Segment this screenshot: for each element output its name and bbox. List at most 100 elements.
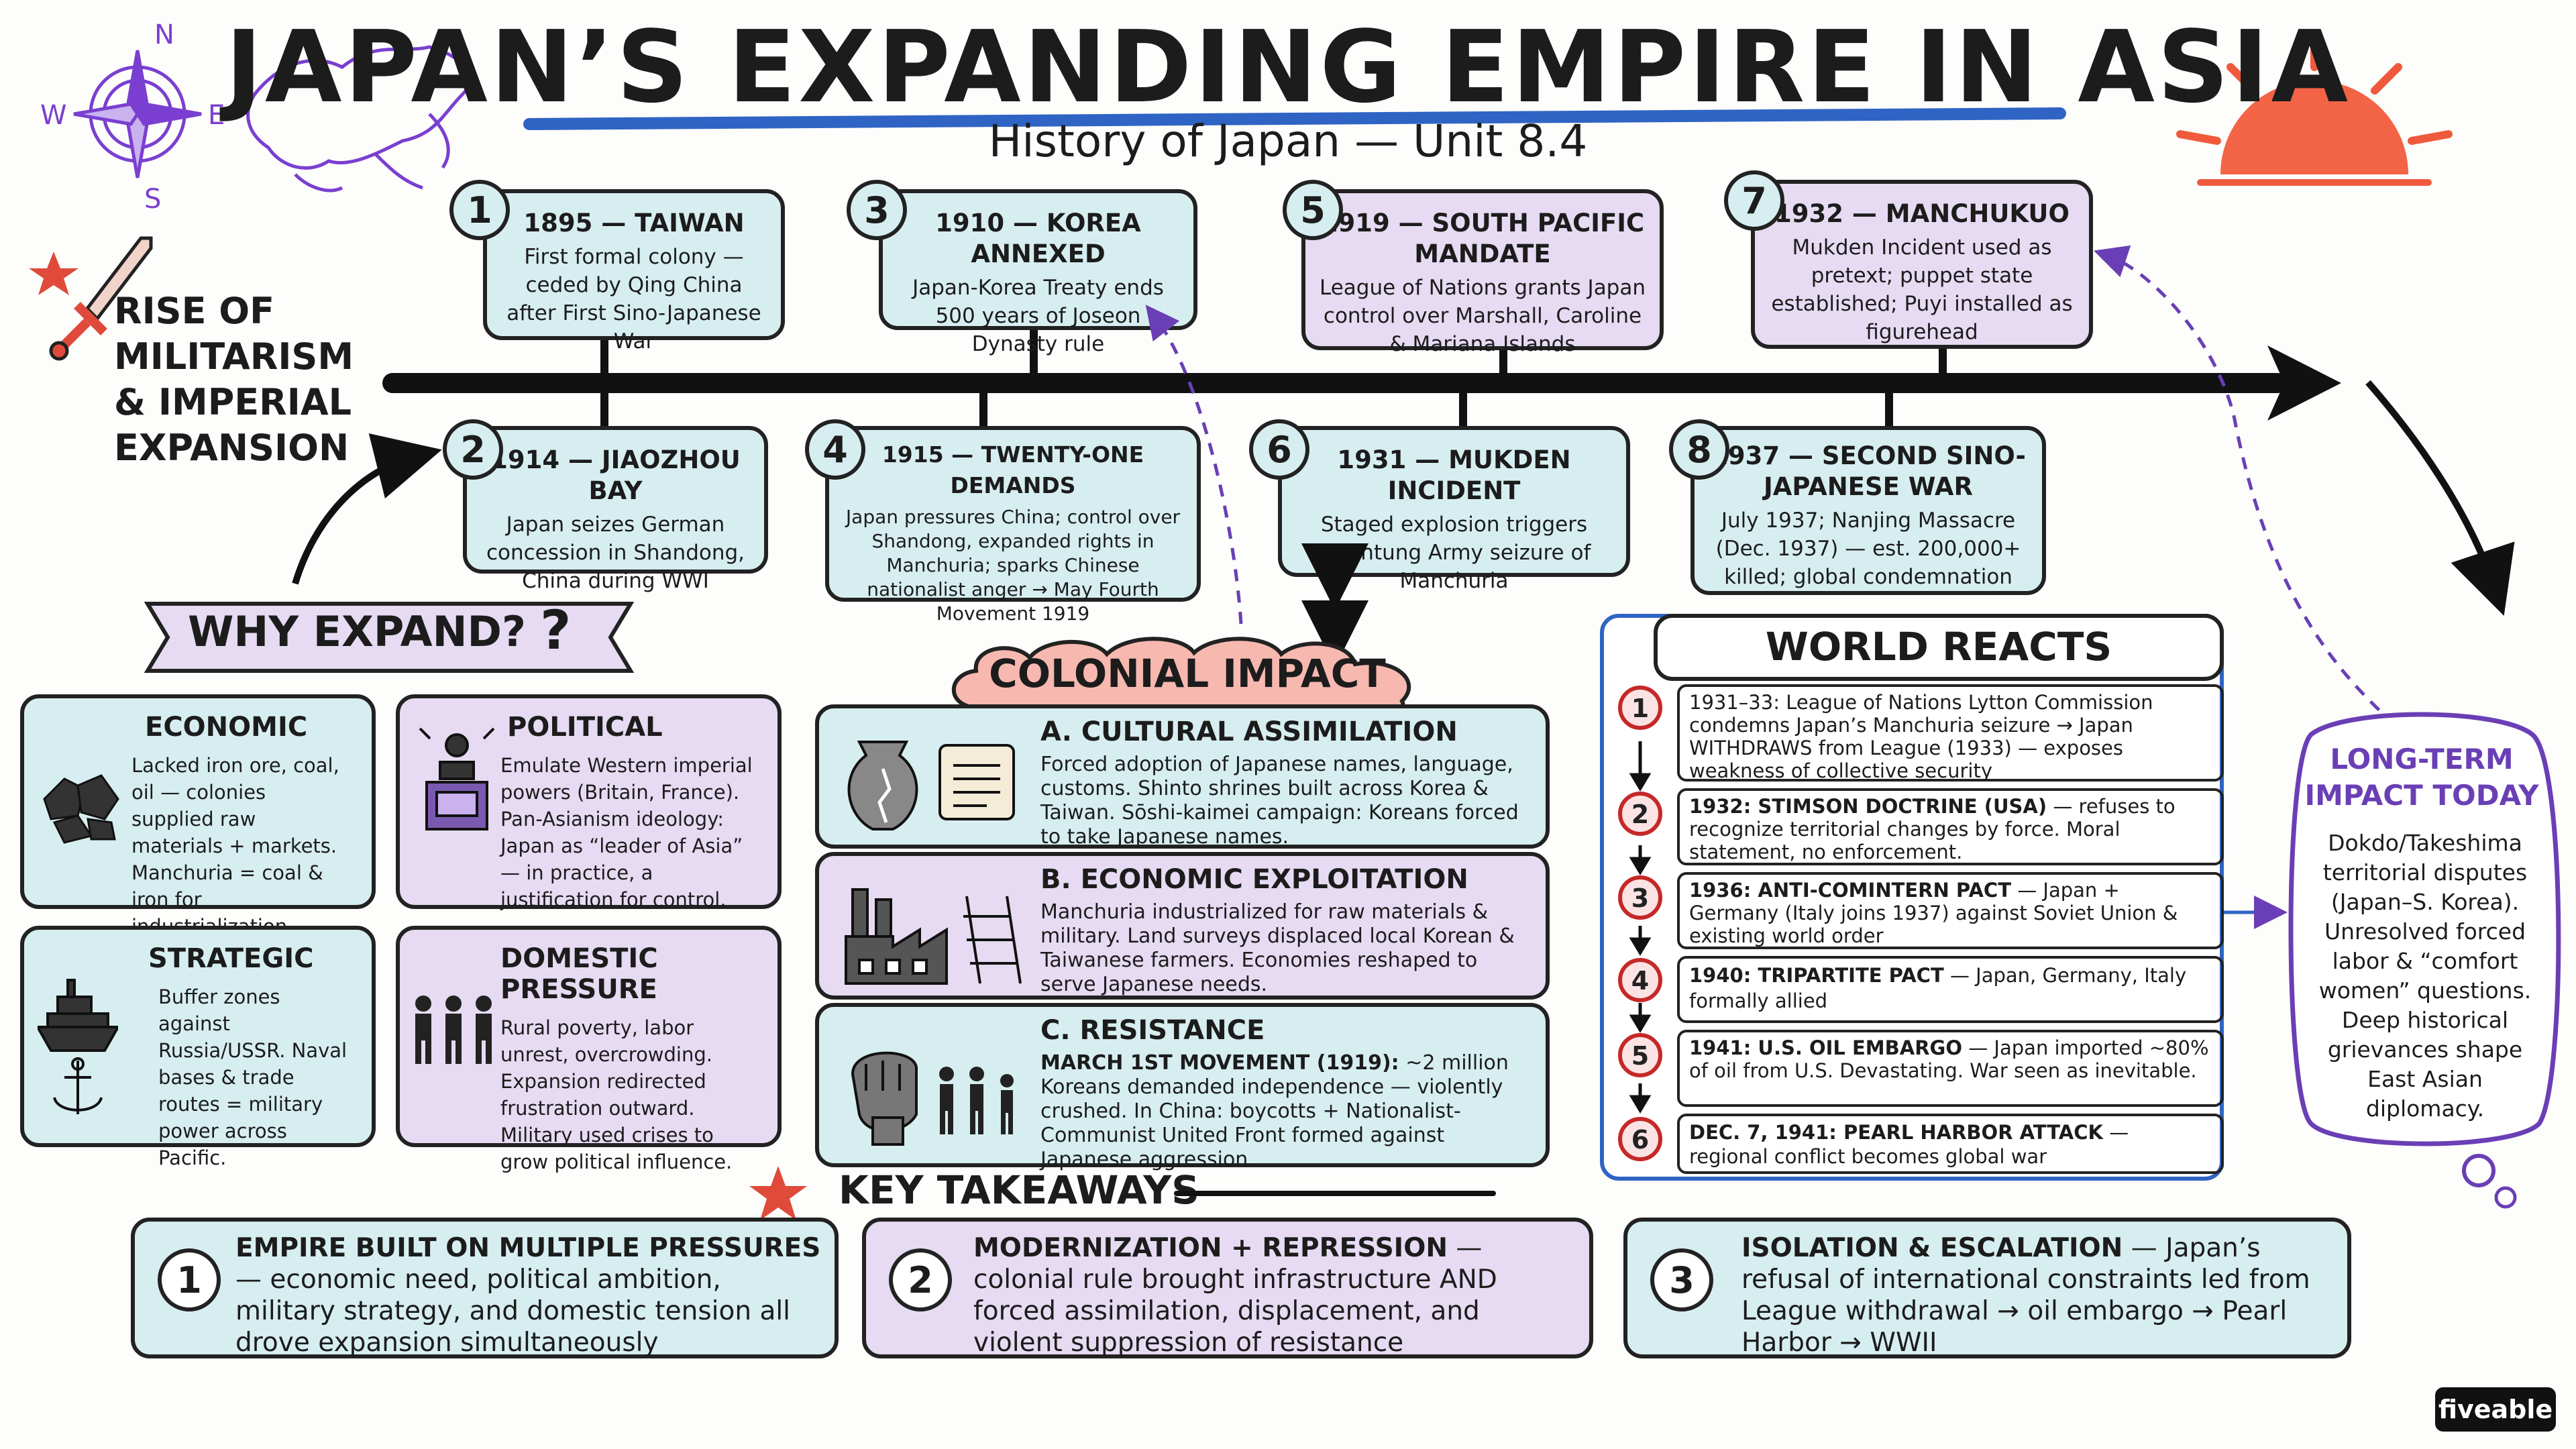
event-body: Japan-Korea Treaty ends 500 years of Jos…: [912, 276, 1164, 356]
star-icon: [749, 1166, 807, 1220]
why-banner-shape: [144, 602, 635, 673]
event-number-7: 7: [1724, 170, 1784, 231]
stem-5: [1499, 349, 1507, 379]
timeline-axis: [382, 373, 2288, 393]
sword-icon: [29, 236, 153, 361]
world-item-bold: DEC. 7, 1941: PEARL HARBOR ATTACK: [1689, 1121, 2103, 1144]
reason-domestic: DOMESTIC PRESSURE Rural poverty, labor u…: [396, 926, 782, 1173]
world-item-text: 1931–33: League of Nations Lytton Commis…: [1689, 691, 2153, 782]
world-reacts-title: WORLD REACTS: [1765, 624, 2112, 669]
compass-s: S: [144, 184, 161, 215]
reason-strategic: STRATEGIC Buffer zones against Russia/US…: [20, 926, 376, 1169]
event-number-6: 6: [1249, 419, 1309, 480]
reason-heading: POLITICAL: [507, 712, 663, 743]
timeline-event-4: 1915 — TWENTY-ONE DEMANDS Japan pressure…: [825, 426, 1201, 625]
why-title: WHY EXPAND?: [188, 607, 526, 656]
takeaway-1: 1 EMPIRE BUILT ON MULTIPLE PRESSURES — e…: [131, 1218, 839, 1358]
reason-heading: ECONOMIC: [145, 712, 308, 743]
takeaway-number: 2: [889, 1248, 952, 1311]
event-heading: 1914 — JIAOZHOU BAY: [490, 445, 741, 505]
timeline-event-3: 1910 — KOREA ANNEXED Japan-Korea Treaty …: [879, 189, 1197, 356]
why-question-mark: ?: [540, 599, 572, 661]
colonial-body: MARCH 1ST MOVEMENT (1919): ~2 million Ko…: [1040, 1051, 1532, 1172]
world-item-bold: 1940: TRIPARTITE PACT: [1689, 964, 1944, 987]
stem-7: [1939, 349, 1947, 379]
event-body: Japan seizes German concession in Shando…: [486, 513, 745, 593]
world-badge-1: 1: [1618, 686, 1662, 730]
reason-body: Buffer zones against Russia/USSR. Naval …: [158, 985, 347, 1169]
crowd-icon: [415, 996, 492, 1064]
world-item-bold: 1932: STIMSON DOCTRINE (USA): [1689, 795, 2047, 818]
event-heading: 1931 — MUKDEN INCIDENT: [1337, 445, 1571, 505]
event-body: Japan pressures China; control over Shan…: [845, 506, 1181, 625]
takeaway-text: — Japan’s refusal of international const…: [1741, 1233, 2310, 1358]
takeaways-title: KEY TAKEAWAYS: [839, 1167, 1200, 1213]
event-body: July 1937; Nanjing Massacre (Dec. 1937) …: [1715, 508, 2021, 589]
coal-icon: [43, 774, 119, 844]
world-item-4: 1940: TRIPARTITE PACT — Japan, Germany, …: [1677, 956, 2224, 1023]
takeaway-bold: EMPIRE BUILT ON MULTIPLE PRESSURES: [235, 1233, 821, 1263]
longterm-bubble-shape: [2288, 712, 2561, 1209]
compass-n: N: [154, 19, 174, 50]
stem-2: [600, 389, 608, 429]
event-number-1: 1: [449, 180, 510, 240]
event-heading: 1937 — SECOND SINO-JAPANESE WAR: [1711, 441, 2026, 501]
reason-economic: ECONOMIC Lacked iron ore, coal, oil — co…: [20, 694, 376, 938]
world-badge-2: 2: [1618, 792, 1662, 836]
colonial-heading: B. ECONOMIC EXPLOITATION: [1040, 864, 1468, 895]
event-heading: 1932 — MANCHUKUO: [1774, 199, 2070, 228]
fist-protesters-icon: [851, 1051, 1014, 1146]
event-number-3: 3: [847, 180, 907, 240]
resistance-text: ~2 million Koreans demanded independence…: [1040, 1051, 1509, 1171]
stem-4: [979, 389, 987, 429]
rising-sun-icon: [2176, 40, 2453, 186]
page-subtitle: History of Japan — Unit 8.4: [988, 115, 1588, 167]
podium-speaker-icon: [419, 727, 495, 830]
colonial-body: Forced adoption of Japanese names, langu…: [1040, 753, 1519, 849]
longterm-title: LONG-TERM IMPACT TODAY: [2304, 743, 2539, 812]
timeline-event-7: 1932 — MANCHUKUO Mukden Incident used as…: [1751, 180, 2093, 349]
brand-logo: fiveable: [2435, 1387, 2556, 1432]
timeline-event-2: 1914 — JIAOZHOU BAY Japan seizes German …: [463, 426, 768, 593]
factory-rail-icon: [845, 888, 1022, 985]
world-item-bold: 1941: U.S. OIL EMBARGO: [1689, 1036, 1962, 1059]
takeaway-text: — economic need, political ambition, mil…: [235, 1265, 791, 1358]
takeaway-text: — colonial rule brought infrastructure A…: [973, 1233, 1497, 1358]
stem-1: [600, 339, 608, 379]
event-number-2: 2: [443, 419, 503, 480]
side-label: RISE OF MILITARISM & IMPERIAL EXPANSION: [114, 290, 354, 469]
event-heading: 1895 — TAIWAN: [523, 209, 745, 237]
event-body: First formal colony — ceded by Qing Chin…: [506, 245, 761, 354]
event-heading: 1910 — KOREA ANNEXED: [935, 209, 1141, 268]
event-number-8: 8: [1669, 419, 1729, 480]
colonial-resistance: C. RESISTANCE MARCH 1ST MOVEMENT (1919):…: [815, 1003, 1550, 1171]
event-heading: 1915 — TWENTY-ONE DEMANDS: [881, 441, 1144, 498]
takeaways-underline: [1174, 1191, 1496, 1196]
reason-body: Rural poverty, labor unrest, overcrowdin…: [500, 1016, 733, 1173]
world-item-text: — Japan, Germany, Italy formally allied: [1689, 964, 2187, 1012]
reason-heading: STRATEGIC: [148, 943, 314, 974]
colonial-economic: B. ECONOMIC EXPLOITATION Manchuria indus…: [815, 852, 1550, 1000]
takeaway-number: 3: [1650, 1248, 1713, 1311]
compass-w: W: [40, 100, 67, 131]
takeaway-bold: ISOLATION & ESCALATION: [1741, 1233, 2123, 1263]
world-item-text: — refuses to recognize territorial chang…: [1689, 795, 2176, 863]
colonial-cloud-shape: [951, 637, 1411, 716]
world-badge-5: 5: [1618, 1033, 1662, 1077]
timeline-arrowhead: [2267, 345, 2341, 421]
event-number-4: 4: [805, 419, 865, 480]
takeaway-3: 3 ISOLATION & ESCALATION — Japan’s refus…: [1623, 1218, 2351, 1358]
warship-anchor-icon: [38, 979, 118, 1114]
reason-body: Lacked iron ore, coal, oil — colonies su…: [131, 754, 339, 938]
world-item-2: 1932: STIMSON DOCTRINE (USA) — refuses t…: [1677, 788, 2224, 865]
resistance-bold-lead: MARCH 1ST MOVEMENT (1919):: [1040, 1051, 1399, 1075]
reason-body: Emulate Western imperial powers (Britain…: [500, 754, 753, 911]
colonial-body: Manchuria industrialized for raw materia…: [1040, 900, 1515, 996]
world-sequence-arrows: [1629, 741, 1652, 1114]
world-badge-4: 4: [1618, 958, 1662, 1002]
longterm-body: Dokdo/Takeshima territorial disputes (Ja…: [2318, 830, 2532, 1122]
colonial-cultural: A. CULTURAL ASSIMILATION Forced adoption…: [815, 704, 1550, 849]
colonial-heading: C. RESISTANCE: [1040, 1015, 1265, 1046]
takeaway-2: 2 MODERNIZATION + REPRESSION — colonial …: [862, 1218, 1593, 1358]
